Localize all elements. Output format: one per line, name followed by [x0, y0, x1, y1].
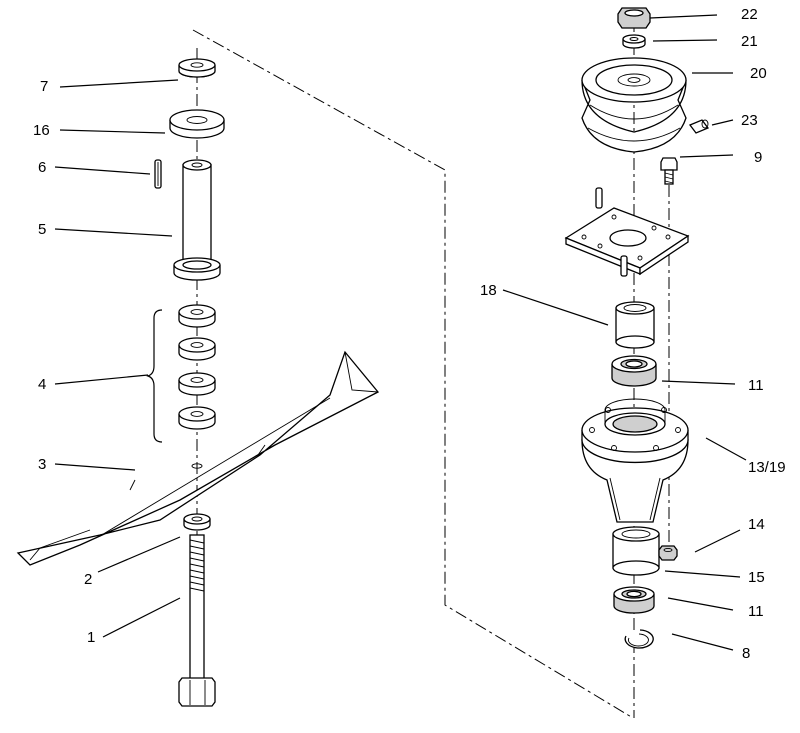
section-separator-line	[192, 29, 634, 719]
washer-part-21	[622, 34, 646, 49]
sleeve-part-15	[612, 526, 660, 576]
bearing-part-11-lower	[613, 586, 655, 614]
bracket-part-4	[146, 309, 163, 443]
callout-2: 2	[84, 571, 92, 588]
spindle-shaft-part-5	[173, 159, 221, 281]
callout-23: 23	[741, 112, 758, 129]
snap-ring-part-8	[624, 629, 654, 649]
bolt-part-1	[178, 534, 216, 707]
spacer-washers-part-4	[178, 304, 216, 430]
callout-6: 6	[38, 159, 46, 176]
callout-16: 16	[33, 122, 50, 139]
blade-part-3	[16, 350, 380, 566]
washer-part-2	[183, 513, 211, 531]
sleeve-part-18	[615, 301, 655, 349]
key-part-6	[154, 159, 162, 189]
callout-21: 21	[741, 33, 758, 50]
bolt-part-9	[660, 157, 678, 560]
washer-part-16	[169, 109, 225, 139]
nut-part-22	[617, 7, 651, 29]
bearing-part-11-upper	[611, 355, 657, 387]
callout-15: 15	[748, 569, 765, 586]
callout-5: 5	[38, 221, 46, 238]
callout-3: 3	[38, 456, 46, 473]
callout-4: 4	[38, 376, 46, 393]
callout-20: 20	[750, 65, 767, 82]
callout-14: 14	[748, 516, 765, 533]
pulley-part-20	[581, 57, 687, 153]
callout-13-19: 13/19	[748, 459, 786, 476]
grease-fitting-part-23	[688, 119, 710, 134]
callout-9: 9	[754, 149, 762, 166]
pin	[595, 187, 628, 277]
callout-22: 22	[741, 6, 758, 23]
callout-1: 1	[87, 629, 95, 646]
leader-lines	[54, 14, 747, 651]
nut-part-14	[658, 545, 678, 561]
callout-11-upper: 11	[748, 377, 764, 394]
callout-18: 18	[480, 282, 497, 299]
callout-8: 8	[742, 645, 750, 662]
washer-part-7	[178, 58, 216, 78]
callout-7: 7	[40, 78, 48, 95]
callout-11-lower: 11	[748, 603, 764, 620]
spindle-housing-part-13-19	[581, 398, 689, 523]
